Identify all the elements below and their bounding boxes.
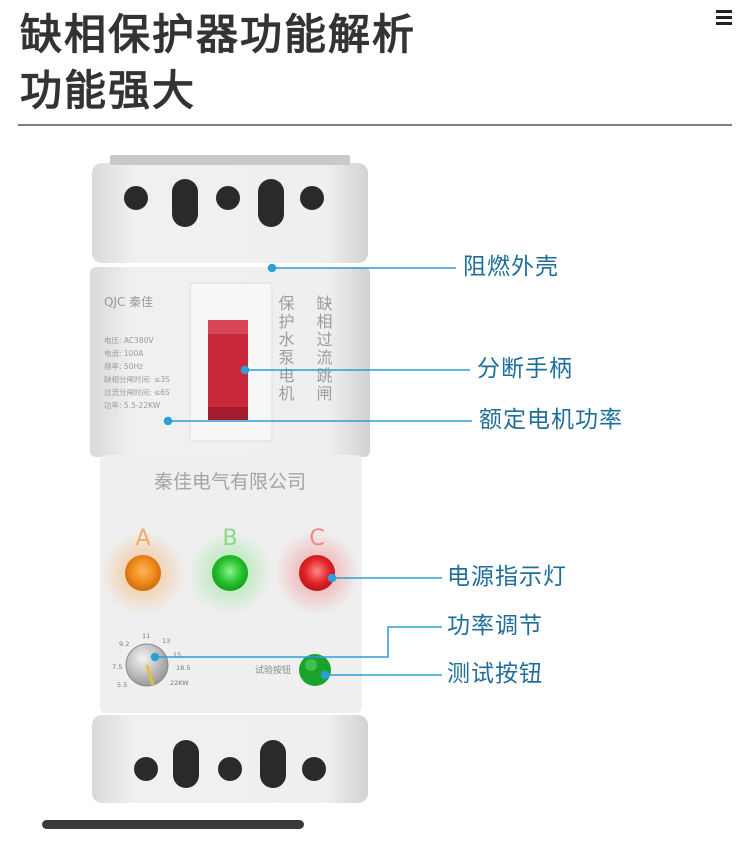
protector-device: QJC 秦佳 电压: AC380V 电流: 100A 频率: 50Hz 缺相分闸…: [90, 155, 370, 803]
led-phase-a: [125, 555, 161, 591]
brand-label: QJC 秦佳: [104, 295, 153, 309]
vertical-text-1: 保护水泵电机: [276, 295, 295, 403]
spec-list: 电压: AC380V 电流: 100A 频率: 50Hz 缺相分闸时间: ≤3S…: [104, 335, 170, 410]
top-terminal-block: [92, 163, 368, 263]
spec-line: 功率: 5.5-22KW: [104, 400, 161, 410]
phase-label-a: A: [135, 526, 150, 551]
device-shadow: [42, 820, 304, 829]
dial-label: 13: [162, 637, 170, 645]
dial-label: 7.5: [112, 663, 122, 671]
dial-label: 22KW: [170, 679, 189, 687]
spec-line: 过流分闸时间: ≤6S: [104, 387, 170, 397]
phase-label-c: C: [309, 526, 324, 551]
callout-power-indicator: 电源指示灯: [447, 564, 567, 590]
callout-shell: 阻燃外壳: [463, 254, 559, 280]
spec-line: 频率: 50Hz: [104, 361, 143, 371]
test-button[interactable]: [299, 654, 331, 686]
callout-power-adjust: 功率调节: [447, 613, 543, 639]
dial-label: 15: [173, 651, 181, 659]
dial-label: 5.5: [117, 681, 127, 689]
page-subtitle: 功能强大: [20, 66, 197, 115]
top-screw-holes: [124, 179, 324, 227]
callout-rated-power: 额定电机功率: [479, 407, 623, 433]
header-divider: [18, 124, 732, 126]
dial-label: 18.5: [176, 664, 190, 672]
dial-label: 11: [142, 632, 150, 640]
vertical-text-2: 缺相过流跳闸: [314, 295, 333, 403]
led-phase-b: [212, 555, 248, 591]
bottom-screw-holes: [134, 740, 326, 788]
spec-line: 缺相分闸时间: ≤3S: [104, 374, 170, 384]
menu-icon[interactable]: [716, 10, 732, 26]
company-label: 秦佳电气有限公司: [154, 471, 306, 493]
spec-line: 电压: AC380V: [104, 335, 154, 345]
breaker-handle[interactable]: [208, 320, 248, 420]
callout-test-button: 测试按钮: [447, 661, 543, 687]
phase-label-b: B: [222, 526, 237, 551]
page-title: 缺相保护器功能解析: [20, 10, 417, 59]
led-phase-c: [299, 555, 335, 591]
spec-line: 电流: 100A: [104, 348, 144, 358]
callout-handle: 分断手柄: [477, 356, 573, 382]
test-button-label: 试验按钮: [255, 664, 291, 676]
dial-label: 9.2: [119, 640, 129, 648]
